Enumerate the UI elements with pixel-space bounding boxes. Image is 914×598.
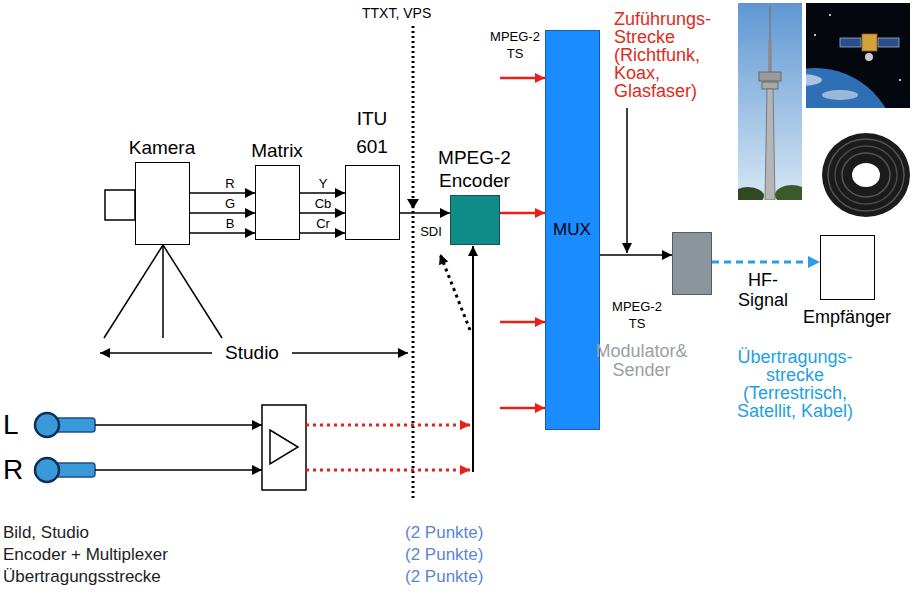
tower-platform <box>762 82 778 89</box>
tripod-leg <box>104 245 163 338</box>
tower-mast <box>768 40 772 74</box>
solar-panel <box>878 38 899 47</box>
edge-label: MPEG-2 TS <box>606 298 668 332</box>
connector <box>712 261 820 264</box>
itu601-box: ITU 601 <box>345 165 400 240</box>
tower-platform <box>759 72 781 81</box>
matrix-box: Matrix <box>255 165 300 240</box>
node-label: MUX <box>553 220 591 240</box>
space <box>806 3 910 108</box>
feed-arrow <box>626 108 628 253</box>
connector <box>190 232 255 234</box>
amplifier-symbol <box>270 430 298 464</box>
cable-turn <box>842 153 890 197</box>
cable-coil <box>822 133 910 217</box>
clouds <box>806 74 822 86</box>
audio-feed-arrow <box>472 246 474 472</box>
tripod-leg <box>163 245 222 338</box>
node-heading: Empfänger <box>800 307 895 327</box>
edge-label: SDI <box>416 224 446 239</box>
arrowhead <box>407 199 419 209</box>
encoder-box: MPEG-2 Encoder <box>450 195 500 245</box>
area-label: Studio <box>212 342 292 364</box>
connector <box>300 232 345 234</box>
satellite-picture <box>806 3 910 108</box>
edge-label: Cb <box>311 196 335 211</box>
ts-input-arrow <box>500 77 545 80</box>
edge-label: G <box>220 196 240 211</box>
embedded-audio-arrow <box>440 254 470 330</box>
connector <box>500 212 545 215</box>
tower-antenna <box>769 6 771 40</box>
camera-box: Kamera <box>135 162 190 245</box>
edge-label: B <box>220 216 240 231</box>
feed-path-note: Zuführungs- Strecke (Richtfunk, Koax, Gl… <box>614 10 726 100</box>
grading-points: (2 Punkte) <box>405 522 515 544</box>
node-heading: ITU 601 <box>352 105 392 161</box>
connector <box>300 212 345 214</box>
audio-link <box>306 424 470 427</box>
node-heading: MPEG-2 Encoder <box>434 146 516 192</box>
grading-points: (2 Punkte) <box>405 566 515 588</box>
receiver-box: Empfänger <box>820 235 875 300</box>
connector <box>600 254 672 256</box>
star <box>899 79 901 81</box>
connector <box>300 192 345 194</box>
audio-link <box>306 469 470 472</box>
star <box>814 34 816 36</box>
microphone-head <box>35 458 59 482</box>
channel-label: L <box>3 409 29 441</box>
edge-label: HF- Signal <box>735 270 791 310</box>
audio-wire <box>95 469 262 471</box>
grading-item: Bild, Studio <box>3 522 303 544</box>
grading-points: (2 Punkte) <box>405 544 515 566</box>
trees <box>738 187 764 200</box>
grading-item: Encoder + Multiplexer <box>3 544 303 566</box>
satellite-body <box>862 34 877 51</box>
modulator-box: Modulator& Sender <box>672 232 712 295</box>
signal-note: TTXT, VPS <box>362 5 462 22</box>
multiplexer-box: MUX <box>545 30 600 430</box>
microphone-body <box>47 463 95 477</box>
cable-turn <box>828 139 904 211</box>
edge-label: Cr <box>311 216 335 231</box>
tower-picture <box>738 3 802 200</box>
node-heading: Modulator& Sender <box>572 342 712 380</box>
edge-label: Y <box>311 176 335 191</box>
audio-wire <box>95 424 262 426</box>
connector <box>400 212 450 214</box>
solar-panel <box>840 38 861 47</box>
microphone-body <box>47 418 95 432</box>
microphone-head <box>35 413 59 437</box>
star <box>829 14 831 16</box>
ts-input-arrow <box>500 321 545 324</box>
camera-lens <box>105 190 135 220</box>
stream-label: MPEG-2 TS <box>485 28 545 62</box>
transmission-path-note: Übertragungs- strecke (Terrestrisch, Sat… <box>733 348 857 420</box>
cable-picture <box>822 133 910 217</box>
earth <box>806 68 897 108</box>
edge-label: R <box>220 176 240 191</box>
sky <box>738 3 802 200</box>
tripod-leg <box>162 245 164 338</box>
studio-boundary <box>412 26 415 500</box>
satellite-dish <box>865 53 873 61</box>
ts-input-arrow <box>500 407 545 410</box>
connector <box>190 192 255 194</box>
connector <box>190 212 255 214</box>
amplifier-box <box>262 405 306 490</box>
tower-shaft <box>765 89 775 200</box>
grading-item: Übertragungsstrecke <box>3 566 303 588</box>
cable-turn <box>835 146 897 204</box>
trees <box>775 185 802 200</box>
clouds <box>822 90 858 100</box>
node-heading: Matrix <box>237 140 317 162</box>
channel-label: R <box>3 454 29 486</box>
cable-hole <box>852 163 880 187</box>
node-heading: Kamera <box>117 137 207 159</box>
